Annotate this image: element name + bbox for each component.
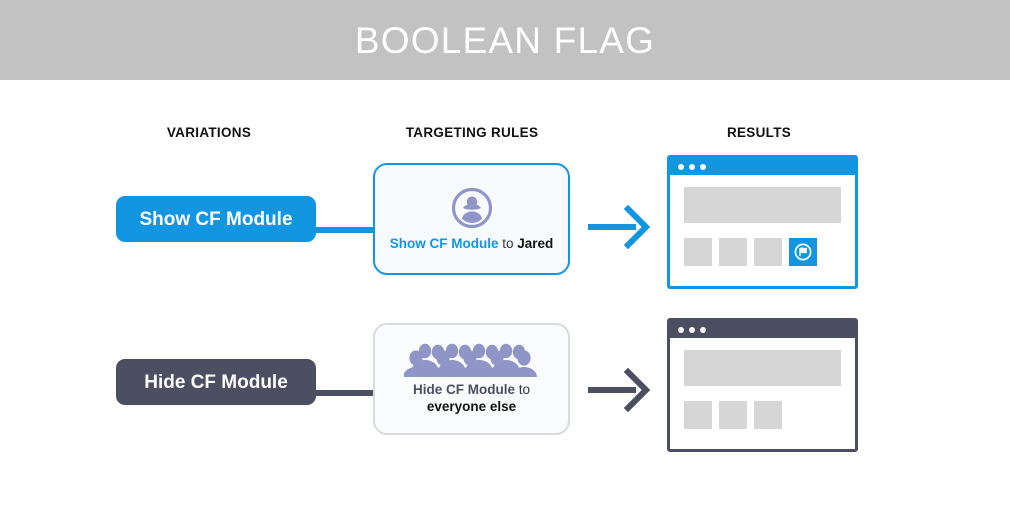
content-placeholder-tile: [754, 401, 782, 429]
result-browser-hide: [667, 318, 858, 452]
content-tile-row: [684, 238, 841, 266]
column-header-variations: VARIATIONS: [166, 125, 252, 140]
flag-row-hide: Hide CF Module: [0, 318, 1010, 468]
result-browser-show: [667, 155, 858, 289]
content-placeholder-tile: [754, 238, 782, 266]
browser-titlebar: [670, 321, 855, 338]
browser-titlebar: [670, 158, 855, 175]
flag-row-show: Show CF Module Show CF Module to Jared: [0, 155, 1010, 305]
rule-audience-label: everyone else: [426, 399, 517, 414]
header-banner: BOOLEAN FLAG: [0, 0, 1010, 80]
content-placeholder-tile: [684, 401, 712, 429]
targeting-rule-card-hide[interactable]: Hide CF Module to everyone else: [373, 323, 570, 435]
variation-pill-label: Hide CF Module: [144, 371, 288, 393]
window-dot-icon: [689, 163, 695, 170]
content-placeholder-tile: [719, 401, 747, 429]
column-header-targeting-rules: TARGETING RULES: [405, 125, 539, 140]
content-tile-row: [684, 401, 841, 429]
flow-arrow-show: [588, 203, 654, 251]
content-placeholder-tile: [684, 238, 712, 266]
cf-module-tile[interactable]: [789, 238, 817, 266]
variation-pill-label: Show CF Module: [139, 208, 293, 230]
arrow-right-icon: [588, 204, 651, 250]
content-placeholder-hero: [684, 350, 841, 386]
rule-connector-label: to: [514, 382, 530, 397]
targeting-rule-text-show: Show CF Module to Jared: [384, 235, 560, 252]
targeting-rule-text-hide: Hide CF Module to everyone else: [407, 381, 536, 415]
column-header-results: RESULTS: [726, 125, 792, 140]
browser-content: [670, 175, 855, 286]
content-placeholder-hero: [684, 187, 841, 223]
connector-line-hide: [300, 390, 376, 396]
browser-content: [670, 338, 855, 449]
rule-variation-label: Show CF Module: [389, 235, 499, 251]
crowd-icon: [403, 343, 537, 377]
window-dot-icon: [689, 326, 695, 333]
content-placeholder-tile: [719, 238, 747, 266]
single-user-icon: [451, 187, 492, 228]
boolean-flag-diagram: VARIATIONS TARGETING RULES RESULTS Show …: [0, 80, 1010, 524]
variation-pill-show[interactable]: Show CF Module: [116, 196, 316, 242]
window-dot-icon: [700, 163, 706, 170]
arrow-right-icon: [588, 367, 651, 413]
page-title: BOOLEAN FLAG: [354, 19, 656, 61]
flag-bubble-icon: [794, 243, 812, 261]
rule-connector-label: to: [498, 235, 518, 251]
rule-audience-label: Jared: [517, 235, 554, 251]
connector-line-show: [300, 227, 376, 233]
flow-arrow-hide: [588, 366, 654, 414]
window-dot-icon: [678, 326, 684, 333]
rule-variation-label: Hide CF Module: [412, 382, 515, 397]
window-dot-icon: [678, 163, 684, 170]
window-dot-icon: [700, 326, 706, 333]
targeting-rule-card-show[interactable]: Show CF Module to Jared: [373, 163, 570, 275]
variation-pill-hide[interactable]: Hide CF Module: [116, 359, 316, 405]
